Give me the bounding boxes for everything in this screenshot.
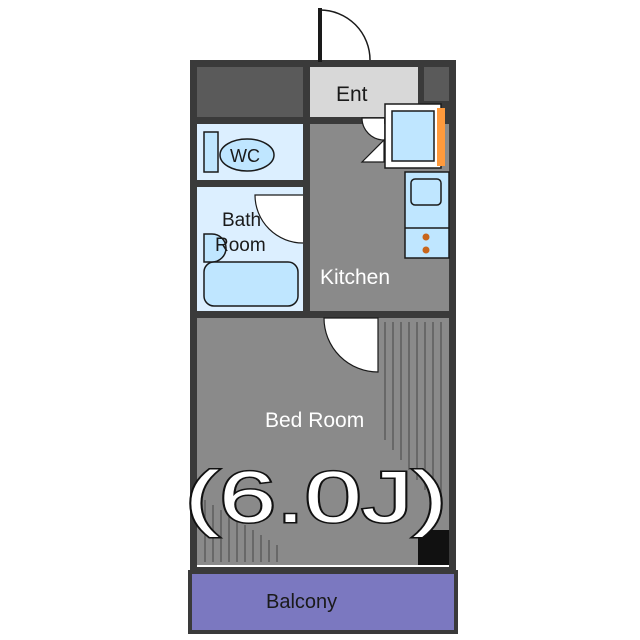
door-accent — [437, 108, 445, 166]
bedroom-size-label: (6.0J) — [185, 458, 447, 538]
bedroom-corner-column — [418, 530, 449, 565]
washbasin — [203, 233, 227, 263]
balcony — [188, 570, 458, 634]
inner-door-swing-2 — [360, 138, 385, 163]
entrance-label: Ent — [336, 83, 368, 106]
bedroom-floor — [197, 318, 449, 565]
entrance-shoe-cabinet — [424, 67, 449, 101]
bath-label-line2: Room — [215, 235, 266, 256]
bedroom-label: Bed Room — [265, 409, 364, 432]
bedroom-door-swing — [323, 317, 379, 373]
bath-door-swing — [254, 194, 304, 244]
toilet-bowl — [219, 138, 275, 172]
wc-tank — [203, 131, 219, 173]
bath-label-line1: Bath — [222, 210, 261, 231]
bedroom-wood-grain — [204, 322, 442, 562]
front-door-swing — [319, 9, 371, 61]
refrigerator — [391, 110, 435, 162]
stove-burner-bottom — [422, 246, 430, 254]
wc-label: WC — [230, 146, 260, 166]
balcony-label: Balcony — [266, 591, 337, 613]
storage-closet — [197, 67, 303, 117]
kitchen-sink — [410, 178, 442, 206]
front-door-leaf — [318, 8, 322, 62]
inner-door-swing — [361, 117, 385, 141]
bathtub — [203, 261, 299, 307]
stove-burner-top — [422, 233, 430, 241]
kitchen-label: Kitchen — [320, 266, 390, 289]
